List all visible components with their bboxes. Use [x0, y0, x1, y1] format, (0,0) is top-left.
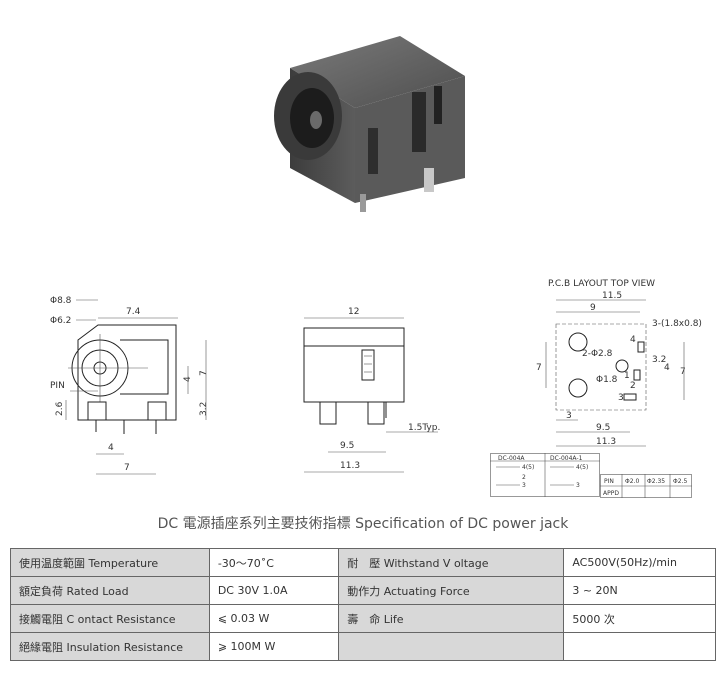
pin-table-h0: PIN	[604, 478, 614, 485]
variant-b: DC-004A-1	[550, 455, 583, 462]
variant-a-pin2: 2	[522, 474, 526, 481]
spec-label: 額定負荷 Rated Load	[10, 576, 210, 605]
d18-label: Φ1.8	[596, 375, 618, 385]
spec-value: 3 ~ 20N	[563, 576, 716, 605]
pcb-layout-drawing: P.C.B LAYOUT TOP VIEW 11.5 9 3-(1.8x0.8)…	[536, 279, 702, 447]
spec-value: AC500V(50Hz)/min	[563, 548, 716, 577]
dim-pcb-9: 9	[590, 303, 596, 313]
spec-value: DC 30V 1.0A	[208, 576, 340, 605]
slots-label: 3-(1.8x0.8)	[652, 319, 702, 329]
dim-pcb-9-5: 9.5	[596, 423, 610, 433]
product-photo	[274, 36, 465, 212]
dim-width-12: 12	[348, 307, 359, 317]
spec-label: 壽 命 Life	[338, 604, 565, 633]
pin-num-4: 4	[630, 335, 636, 345]
dim-3-2: 3.2	[199, 402, 209, 416]
variant-a: DC-004A	[498, 455, 525, 462]
pin-num-1: 1	[624, 371, 630, 381]
dim-pcb-11-3: 11.3	[596, 437, 616, 447]
variants-schematic: DC-004A DC-004A-1 4(5) 2 3 4(5) 3	[490, 453, 600, 497]
spec-value: 5000 次	[563, 604, 716, 633]
dim-pcb-11-5: 11.5	[602, 291, 622, 301]
spec-value: -30～70˚C	[208, 548, 340, 577]
front-view-drawing: Φ8.8 Φ6.2 7.4 PIN 2.6 4 7 3.2 4 7	[50, 296, 209, 475]
variant-b-pin3: 3	[576, 482, 580, 489]
dim-height-left: 2.6	[55, 401, 65, 416]
dim-pcb-7: 7	[536, 363, 542, 373]
pin-num-3: 3	[618, 393, 624, 403]
side-view-drawing: 12 1.5Typ. 9.5 11.3	[303, 307, 440, 473]
pin-typ: 1.5Typ.	[408, 423, 440, 433]
spec-label: 使用温度範圍 Temperature	[10, 548, 210, 577]
variant-b-pin45: 4(5)	[576, 464, 588, 471]
table-row: 使用温度範圍 Temperature -30～70˚C 耐 壓 Withstan…	[10, 548, 716, 577]
table-row: 絕緣電阻 Insulation Resistance ⩾ 100M W	[10, 632, 716, 661]
dim-width-11-3: 11.3	[340, 461, 360, 471]
spec-label	[338, 632, 565, 661]
spec-value	[563, 632, 716, 661]
dim-7: 7	[199, 370, 209, 376]
pin-table-h1: Φ2.0	[625, 478, 639, 485]
spec-label: 耐 壓 Withstand V oltage	[338, 548, 565, 577]
spec-label: 接觸電阻 C ontact Resistance	[10, 604, 210, 633]
pin-table: PIN Φ2.0 Φ2.35 Φ2.5 APPD	[600, 474, 692, 498]
variant-a-pin3: 3	[522, 482, 526, 489]
pin-table-row-label: APPD	[603, 490, 619, 497]
dim-pcb-3: 3	[566, 411, 572, 421]
spec-value: ⩾ 100M W	[208, 632, 340, 661]
dim-pcb-7-right: 7	[680, 367, 686, 377]
dim-pcb-4: 4	[664, 363, 670, 373]
spec-table: 使用温度範圍 Temperature -30～70˚C 耐 壓 Withstan…	[10, 548, 716, 661]
dim-pcb-3-2: 3.2	[652, 355, 666, 365]
dim-width-7: 7	[124, 463, 130, 473]
dim-outer-diameter: Φ8.8	[50, 296, 72, 306]
spec-title: DC 電源插座系列主要技術指標 Specification of DC powe…	[157, 516, 569, 532]
dim-width-9-5: 9.5	[340, 441, 354, 451]
pin-table-h3: Φ2.5	[673, 478, 687, 485]
spec-value: ⩽ 0.03 W	[208, 604, 340, 633]
table-row: 額定負荷 Rated Load DC 30V 1.0A 動作力 Actuatin…	[10, 576, 716, 605]
dim-width-top: 7.4	[126, 307, 141, 317]
pcb-title: P.C.B LAYOUT TOP VIEW	[548, 279, 655, 289]
dim-width-4: 4	[108, 443, 114, 453]
pin-num-2: 2	[630, 381, 636, 391]
pin-table-h2: Φ2.35	[647, 478, 665, 485]
variant-a-pin45: 4(5)	[522, 464, 534, 471]
pin-label: PIN	[50, 381, 65, 391]
table-row: 接觸電阻 C ontact Resistance ⩽ 0.03 W 壽 命 Li…	[10, 604, 716, 633]
holes-label: 2-Φ2.8	[582, 349, 613, 359]
spec-label: 動作力 Actuating Force	[338, 576, 565, 605]
spec-label: 絕緣電阻 Insulation Resistance	[10, 632, 210, 661]
dim-inner-diameter: Φ6.2	[50, 316, 71, 326]
